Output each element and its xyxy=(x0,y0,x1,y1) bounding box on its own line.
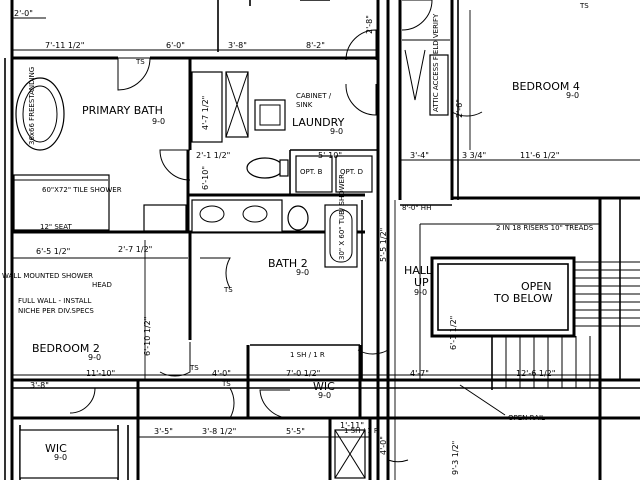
room-primary-bath: PRIMARY BATH xyxy=(82,104,163,117)
svg-text:9-0: 9-0 xyxy=(566,91,579,100)
svg-text:7'-11 1/2": 7'-11 1/2" xyxy=(45,41,84,50)
note-risers: 2 IN 18 RISERS 10" TREADS xyxy=(496,224,594,232)
fixtures xyxy=(13,39,450,479)
svg-text:9-0: 9-0 xyxy=(330,127,343,136)
svg-text:3'-8": 3'-8" xyxy=(30,381,49,390)
note-shower: 60"X72" TILE SHOWER xyxy=(42,186,122,194)
svg-text:5'-5 1/2": 5'-5 1/2" xyxy=(379,228,388,262)
svg-text:3'-8": 3'-8" xyxy=(228,41,247,50)
note-tub-shower: 30" X 60" TUB/ SHOWER xyxy=(338,174,346,260)
dryer xyxy=(335,155,373,193)
svg-text:3'-5": 3'-5" xyxy=(154,427,173,436)
room-laundry: LAUNDRY xyxy=(292,116,345,129)
note-sh-r-1: 1 SH / 1 R xyxy=(290,351,325,359)
svg-text:5'-10": 5'-10" xyxy=(318,151,342,160)
note-wall-mounted-2: HEAD xyxy=(92,281,112,289)
svg-text:5'-5": 5'-5" xyxy=(286,427,305,436)
svg-text:9'-3 1/2": 9'-3 1/2" xyxy=(451,441,460,475)
note-cabinet-sink-2: SINK xyxy=(296,101,313,109)
svg-text:12'-6 1/2": 12'-6 1/2" xyxy=(516,369,555,378)
svg-text:4'-0": 4'-0" xyxy=(379,436,388,455)
stair-lines xyxy=(419,223,640,388)
room-wic-left: WIC xyxy=(45,442,67,455)
svg-text:3 3/4": 3 3/4" xyxy=(462,151,486,160)
svg-text:2'-1 1/2": 2'-1 1/2" xyxy=(196,151,230,160)
svg-text:UP: UP xyxy=(414,276,429,289)
note-attic-access: ATTIC ACCESS FIELD VERIFY xyxy=(432,13,440,112)
note-full-wall-2: NICHE PER DIV.SPECS xyxy=(18,307,94,315)
doors xyxy=(69,0,483,463)
svg-text:6'-5 1/2": 6'-5 1/2" xyxy=(36,247,70,256)
svg-text:3'-8 1/2": 3'-8 1/2" xyxy=(202,427,236,436)
note-cabinet-sink-1: CABINET / xyxy=(296,92,332,100)
note-ts-3: TS xyxy=(223,286,233,294)
tile-shower xyxy=(13,174,110,231)
note-ts-5: TS xyxy=(221,380,231,388)
svg-text:9-0: 9-0 xyxy=(296,268,309,277)
svg-text:3'-4": 3'-4" xyxy=(410,151,429,160)
svg-text:9-0: 9-0 xyxy=(54,453,67,462)
room-hall: HALL xyxy=(404,264,433,277)
svg-text:4'-7 1/2": 4'-7 1/2" xyxy=(201,96,210,130)
note-opt-d: OPT. D xyxy=(340,168,363,176)
washer xyxy=(295,155,333,193)
svg-text:9-0: 9-0 xyxy=(88,353,101,362)
notes: CABINET / SINK 36x66 FREESTANDING 60"X72… xyxy=(2,2,594,435)
note-full-wall-1: FULL WALL - INSTALL xyxy=(18,297,91,305)
toilet-primary xyxy=(246,157,284,179)
svg-text:7'-0 1/2": 7'-0 1/2" xyxy=(286,369,320,378)
room-bedroom4: BEDROOM 4 xyxy=(512,80,580,93)
svg-text:2'-8": 2'-8" xyxy=(365,15,374,34)
note-ts-4: TS xyxy=(189,364,199,372)
svg-text:6'-0": 6'-0" xyxy=(166,41,185,50)
room-bedroom2: BEDROOM 2 xyxy=(32,342,100,355)
open-to-below-2: TO BELOW xyxy=(493,292,553,305)
note-opt-b: OPT. B xyxy=(300,168,323,176)
note-freestanding: 36x66 FREESTANDING xyxy=(28,67,36,145)
note-ts-1: TS xyxy=(135,58,145,66)
dimension-lines xyxy=(12,10,640,480)
svg-text:6'-10 1/2": 6'-10 1/2" xyxy=(143,317,152,356)
svg-text:6'-10": 6'-10" xyxy=(201,166,210,190)
note-ts-2: TS xyxy=(579,2,589,10)
note-wall-mounted-1: WALL MOUNTED SHOWER xyxy=(2,272,93,280)
svg-text:6'-1 1/2": 6'-1 1/2" xyxy=(449,316,458,350)
svg-text:2'-7 1/2": 2'-7 1/2" xyxy=(118,245,152,254)
room-labels: PRIMARY BATH 9-0 LAUNDRY 9-0 BEDROOM 4 9… xyxy=(32,80,580,462)
svg-text:11'-10": 11'-10" xyxy=(86,369,115,378)
svg-text:2'-0": 2'-0" xyxy=(14,9,33,18)
note-sh-r-2: 1 SH / 1 R xyxy=(344,427,379,435)
freestanding-tub xyxy=(15,77,65,151)
walls xyxy=(4,0,640,480)
svg-text:11'-6 1/2": 11'-6 1/2" xyxy=(520,151,559,160)
vanity xyxy=(191,199,283,233)
note-seat: 12" SEAT xyxy=(40,223,72,231)
note-hh: 8'-0" HH xyxy=(402,204,431,212)
svg-text:8'-2": 8'-2" xyxy=(306,41,325,50)
svg-text:4'-7": 4'-7" xyxy=(410,369,429,378)
note-open-rail: OPEN RAIL xyxy=(508,414,545,422)
svg-text:4'-0": 4'-0" xyxy=(212,369,231,378)
svg-text:1'-11": 1'-11" xyxy=(340,421,364,430)
open-to-below-1: OPEN xyxy=(521,280,551,293)
toilet-bath2 xyxy=(287,205,309,231)
svg-text:9-0: 9-0 xyxy=(318,391,331,400)
room-wic-center: WIC xyxy=(313,380,335,393)
svg-text:9-0: 9-0 xyxy=(152,117,165,126)
room-bath2: BATH 2 xyxy=(268,257,308,270)
svg-text:2'-6": 2'-6" xyxy=(455,99,464,118)
svg-text:9-0: 9-0 xyxy=(414,288,427,297)
dimension-labels: 2'-0" 7'-11 1/2" 6'-0" 3'-8" 8'-2" 4'-7 … xyxy=(14,9,559,475)
